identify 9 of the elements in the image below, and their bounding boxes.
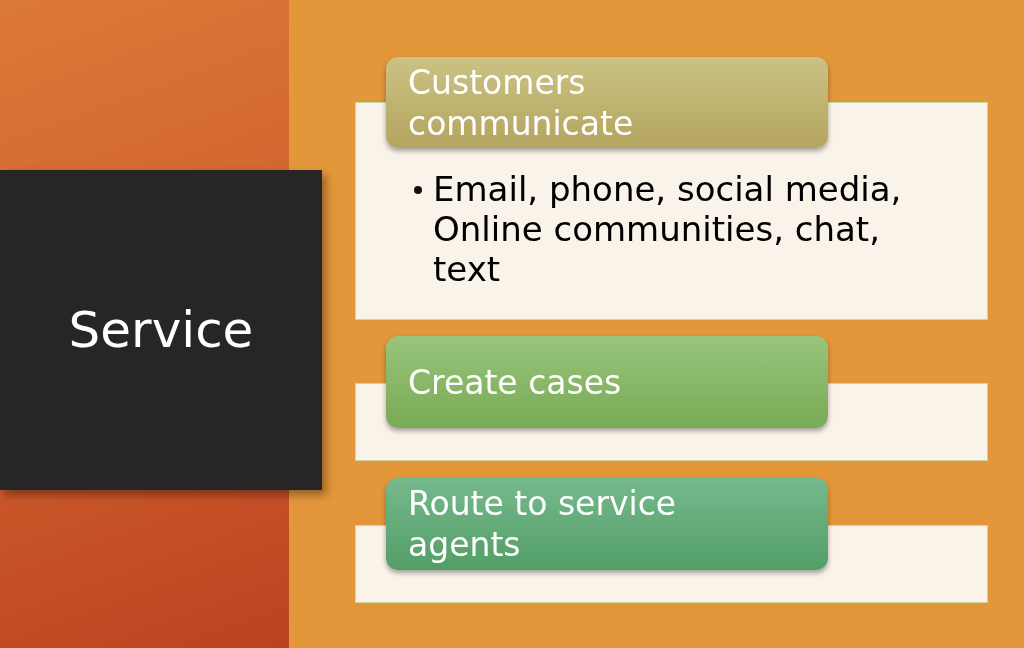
header-tab (386, 336, 828, 428)
title-block (0, 170, 322, 490)
title-text: Service (68, 302, 254, 358)
header-tab (386, 478, 828, 570)
heading-text: Create cases (408, 361, 622, 403)
heading-text: Customers communicate (408, 61, 635, 144)
bullet-text: Email, phone, social media, Online communities, chat, text (433, 169, 903, 289)
header-tab (386, 57, 828, 148)
heading-text: Route to service agents (408, 483, 678, 565)
